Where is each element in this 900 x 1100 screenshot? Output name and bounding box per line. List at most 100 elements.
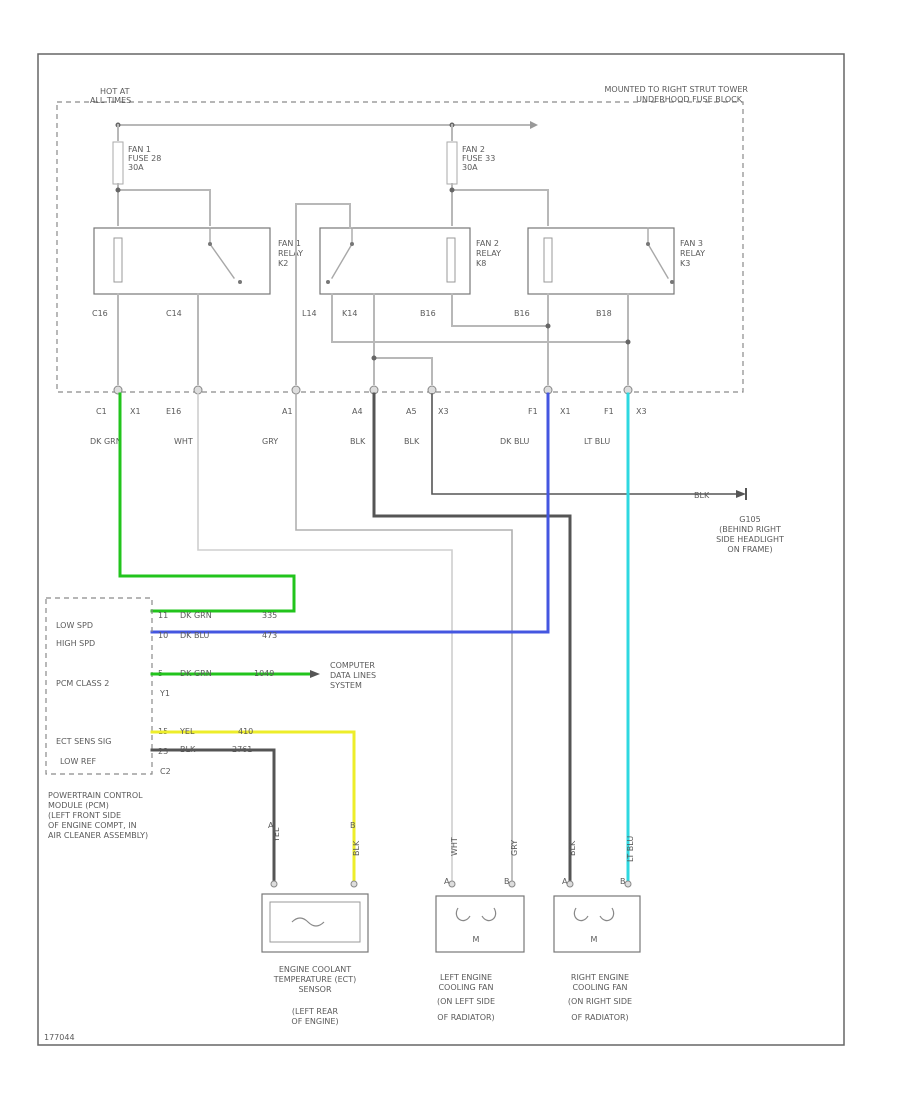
- pcm-terminal-class2: PCM CLASS 2: [56, 679, 109, 688]
- conn-f1a: F1: [528, 407, 538, 416]
- pcm-wire-blk: BLK: [180, 745, 196, 754]
- wire-label-dk-grn: DK GRN: [90, 437, 122, 446]
- right-fan-label-3: (ON RIGHT SIDE: [568, 997, 632, 1006]
- connector-terminals: [113, 385, 633, 395]
- pcm-terminal-low-spd: LOW SPD: [56, 621, 93, 630]
- pin-l14: L14: [302, 309, 317, 318]
- fuse2-line1: FAN 2: [462, 145, 485, 154]
- right-fan-motor: M: [591, 935, 598, 944]
- class2-arrow: [310, 670, 320, 678]
- ect-label-4: (LEFT REAR: [292, 1007, 339, 1016]
- relay3-line2: RELAY: [680, 249, 705, 258]
- right-fan-label-4: OF RADIATOR): [571, 1013, 628, 1022]
- hot-label-1: HOT AT: [100, 87, 130, 96]
- ect-wire-yel: YEL: [272, 827, 281, 843]
- fuse1-line2: FUSE 28: [128, 154, 161, 163]
- pcm-wire-dk-grn: DK GRN: [180, 611, 212, 620]
- left-fan-pin-a: A: [444, 877, 450, 886]
- pcm-wire-yel: YEL: [179, 727, 195, 736]
- ect-label-5: OF ENGINE): [291, 1017, 338, 1026]
- pcm-label-4: OF ENGINE COMPT, IN: [48, 821, 137, 830]
- pcm-terminal-high-spd: HIGH SPD: [56, 639, 95, 648]
- conn-a5: A5: [406, 407, 417, 416]
- conn-a4: A4: [352, 407, 363, 416]
- left-fan-label-2: COOLING FAN: [438, 983, 493, 992]
- ground-wire-label: BLK: [694, 491, 710, 500]
- wire-label-blk2: BLK: [404, 437, 420, 446]
- pcm-circuit-335: 335: [262, 611, 277, 620]
- data-link-3: SYSTEM: [330, 681, 362, 690]
- pcm-conn-c2: C2: [160, 767, 171, 776]
- wire-label-wht: WHT: [174, 437, 193, 446]
- left-fan-motor: M: [473, 935, 480, 944]
- pin-b18: B18: [596, 309, 612, 318]
- relay2-line2: RELAY: [476, 249, 501, 258]
- left-fan-wire-gry: GRY: [510, 840, 519, 856]
- pin-c16: C16: [92, 309, 108, 318]
- pcm-box: [45, 597, 153, 775]
- fuse2-line2: FUSE 33: [462, 154, 495, 163]
- data-link-2: DATA LINES: [330, 671, 376, 680]
- pcm-circuit-473: 473: [262, 631, 277, 640]
- fuse1-line3: 30A: [128, 163, 144, 172]
- fuse2-line3: 30A: [462, 163, 478, 172]
- conn-f1b-x: X3: [636, 407, 647, 416]
- internal-wiring: [117, 203, 631, 385]
- right-cooling-fan: [553, 880, 641, 953]
- conn-f1b: F1: [604, 407, 614, 416]
- pcm-wire-dk-blu: DK BLU: [180, 631, 209, 640]
- ground-label-2: (BEHIND RIGHT: [719, 525, 781, 534]
- pcm-pin-11: 11: [158, 611, 168, 620]
- conn-f1a-x: X1: [560, 407, 571, 416]
- wire-label-lt-blu: LT BLU: [584, 437, 610, 446]
- right-fan-pin-a: A: [562, 877, 568, 886]
- external-wires: [118, 392, 737, 882]
- pin-k14: K14: [342, 309, 357, 318]
- mount-label-2: UNDERHOOD FUSE BLOCK: [636, 95, 743, 104]
- pcm-conn-y1: Y1: [159, 689, 170, 698]
- ect-pin-a: A: [268, 821, 274, 830]
- relay-fan3: [527, 227, 675, 295]
- ect-label-1: ENGINE COOLANT: [279, 965, 351, 974]
- conn-a1: A1: [282, 407, 293, 416]
- pcm-label-1: POWERTRAIN CONTROL: [48, 791, 143, 800]
- left-fan-pin-b: B: [504, 877, 510, 886]
- right-fan-wire-blk: BLK: [568, 840, 577, 856]
- fuse-fan1: [112, 141, 211, 226]
- ground-label-4: ON FRAME): [727, 545, 772, 554]
- left-fan-wire-wht: WHT: [450, 837, 459, 856]
- diagram-frame: [37, 53, 845, 1046]
- wire-label-dk-blu: DK BLU: [500, 437, 529, 446]
- right-fan-pin-b: B: [620, 877, 626, 886]
- pcm-circuit-1049: 1049: [254, 669, 274, 678]
- hot-bus: [115, 121, 538, 141]
- wire-ect-blk: [150, 748, 276, 882]
- pcm-wire-dk-grn2: DK GRN: [180, 669, 212, 678]
- ect-wire-blk: BLK: [352, 840, 361, 856]
- hot-label-2: ALL TIMES: [90, 96, 131, 105]
- wire-label-blk1: BLK: [350, 437, 366, 446]
- relay2-line3: K8: [476, 259, 486, 268]
- fuse-fan2: [446, 141, 549, 226]
- wire-label-gry: GRY: [262, 437, 278, 446]
- conn-c1: C1: [96, 407, 107, 416]
- relay2-line1: FAN 2: [476, 239, 499, 248]
- relay1-line3: K2: [278, 259, 288, 268]
- right-fan-wire-ltblu: LT BLU: [626, 836, 635, 862]
- relay3-line1: FAN 3: [680, 239, 703, 248]
- ect-pin-b: B: [350, 821, 356, 830]
- footer-code: 177044: [44, 1033, 75, 1042]
- fuse1-line1: FAN 1: [128, 145, 151, 154]
- pcm-label-3: (LEFT FRONT SIDE: [48, 811, 121, 820]
- ground-g105: [736, 488, 747, 500]
- conn-e16: E16: [166, 407, 181, 416]
- underhood-fuse-block: [56, 101, 744, 393]
- relay-fan1: [93, 227, 271, 295]
- pcm-circuit-2761: 2761: [232, 745, 252, 754]
- pin-b16a: B16: [420, 309, 436, 318]
- relay-fan2: [319, 227, 471, 295]
- relay1-line1: FAN 1: [278, 239, 301, 248]
- pcm-terminal-ect: ECT SENS SIG: [56, 737, 111, 746]
- conn-a5-x: X3: [438, 407, 449, 416]
